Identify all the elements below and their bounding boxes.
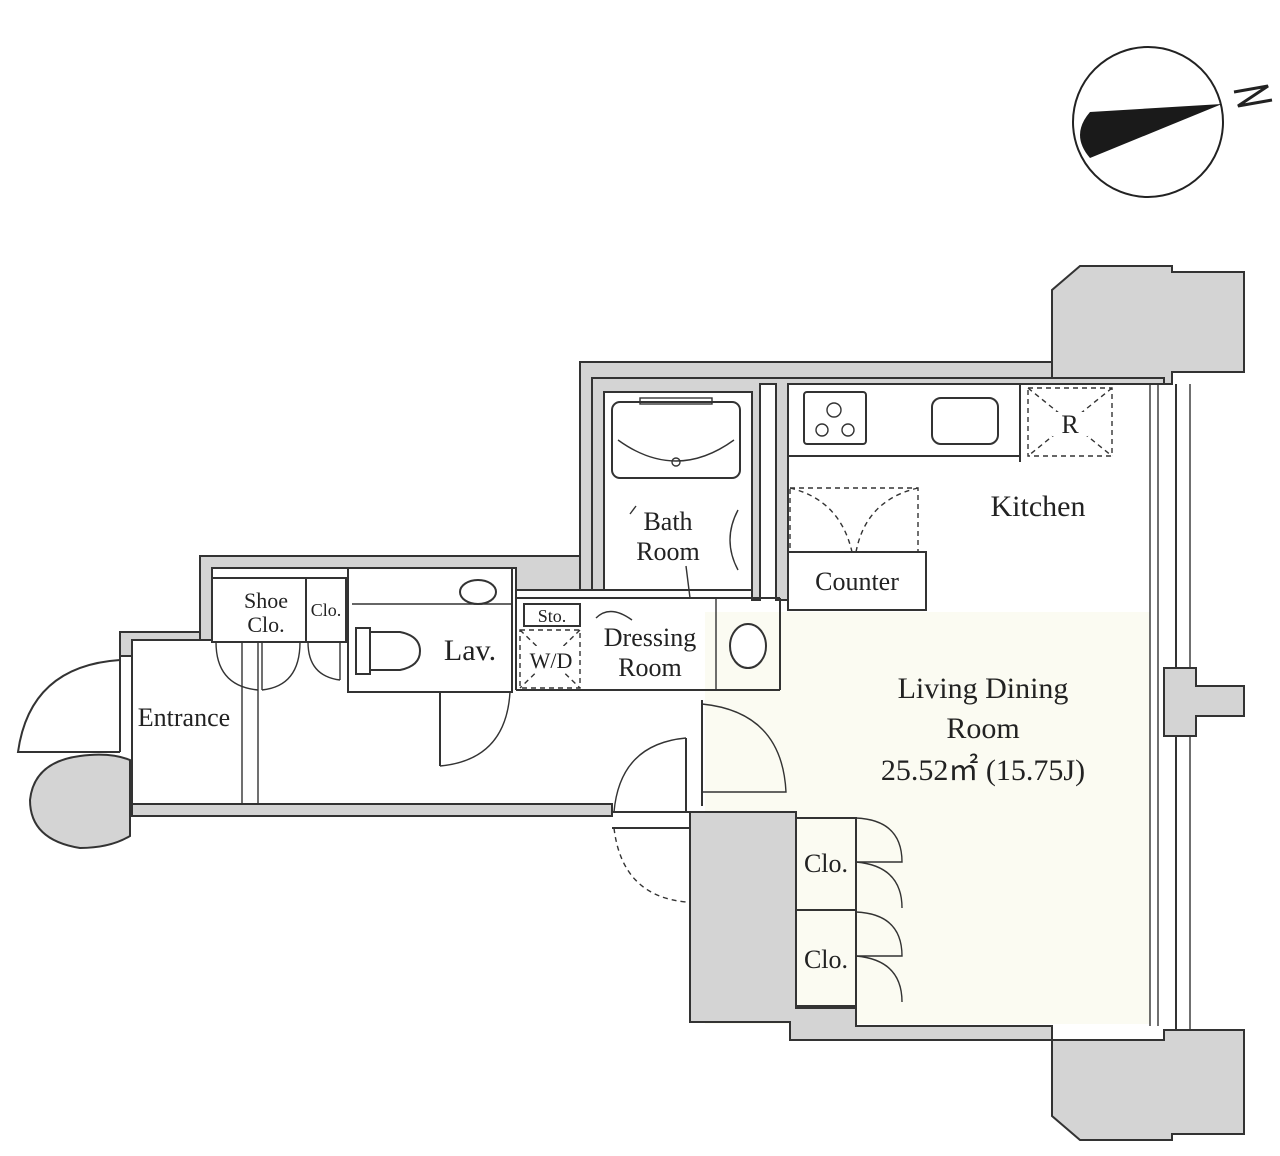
compass: N: [1072, 46, 1273, 198]
storage-box: [523, 603, 581, 627]
closet-upper-label: Clo.: [804, 849, 848, 878]
living-closets: Clo. Clo.: [795, 817, 903, 1007]
refrigerator-label: R: [1061, 410, 1079, 439]
bath-room-label-1: Bath: [643, 507, 692, 536]
stove-icon: [803, 391, 867, 445]
entrance-label: Entrance: [138, 703, 230, 732]
living-dining-room: Living Dining Room 25.52㎡ (15.75J): [881, 672, 1085, 787]
shoe-closet-label-2: Clo.: [247, 612, 284, 637]
toilet-tank-icon: [355, 627, 371, 675]
dressing-room-label-1: Dressing: [604, 623, 696, 652]
lavatory-label: Lav.: [444, 634, 496, 667]
shoe-closet: Shoe Clo. Clo.: [211, 577, 347, 691]
kitchen: R Kitchen Counter: [787, 384, 1113, 611]
entrance-door: [16, 659, 121, 753]
shoe-closet-label-1: Shoe: [244, 588, 288, 613]
bath-room-label-2: Room: [636, 537, 700, 566]
bath-room: Bath Room: [603, 391, 753, 599]
compass-needle-icon: [1080, 104, 1222, 158]
washbasin-icon: [729, 623, 767, 669]
washer-dryer-icon: [519, 629, 581, 689]
corridor: [612, 700, 787, 903]
north-arrow-icon: [1233, 84, 1273, 108]
dressing-room-label-2: Room: [618, 653, 682, 682]
counter-icon: [787, 551, 927, 611]
lavatory: Lav.: [347, 567, 513, 767]
kitchen-label: Kitchen: [991, 490, 1086, 523]
dressing-room: Sto. W/D Dressing Room: [515, 590, 781, 691]
storage-label: Sto.: [538, 606, 567, 626]
window-right: [1149, 384, 1191, 1030]
living-label-1: Living Dining: [898, 672, 1069, 705]
sink-icon: [931, 397, 999, 445]
exterior-walls: [28, 265, 1245, 1141]
washer-dryer-label: W/D: [530, 648, 573, 673]
closet-lower-label: Clo.: [804, 945, 848, 974]
lav-basin-icon: [459, 579, 497, 605]
refrigerator-icon: [1027, 387, 1113, 457]
bathtub-icon: [611, 401, 741, 479]
toilet-icon: [369, 631, 422, 671]
living-label-2: Room: [946, 712, 1019, 745]
closet-small-label: Clo.: [311, 600, 342, 620]
entrance: Entrance: [16, 642, 259, 804]
counter-label: Counter: [815, 567, 899, 596]
living-area-label: 25.52㎡ (15.75J): [881, 754, 1085, 787]
